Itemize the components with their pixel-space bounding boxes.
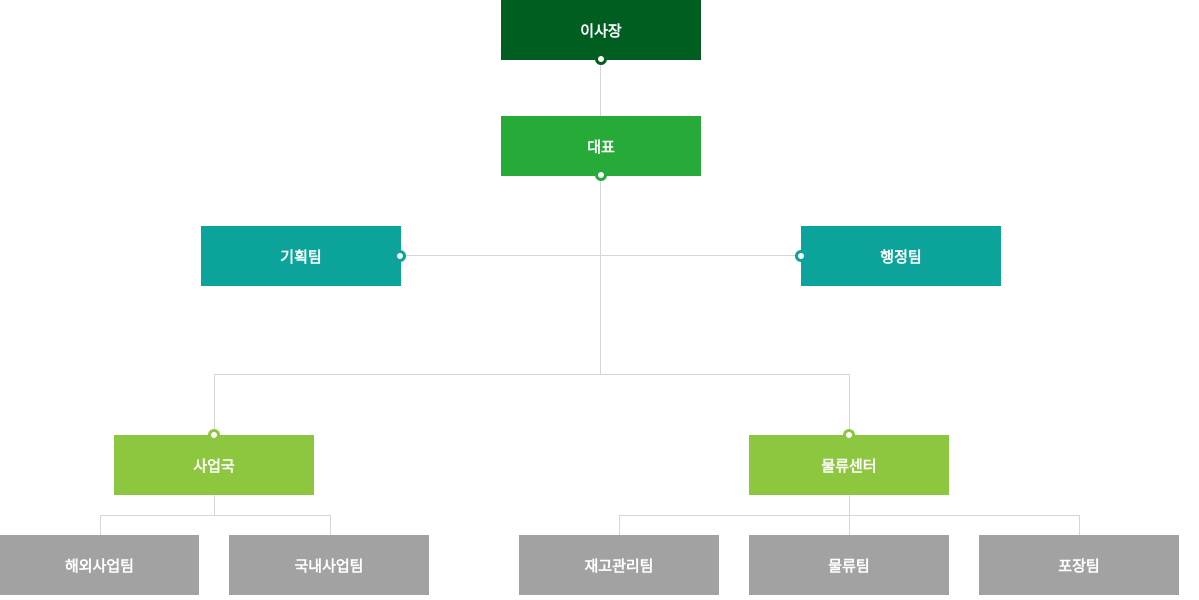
logistics-center-box: 물류센터 xyxy=(749,435,949,495)
domestic-business-team-box: 국내사업팀 xyxy=(229,535,429,595)
connector-to-logistics-center xyxy=(849,374,850,435)
logistics-team-label: 물류팀 xyxy=(828,556,870,575)
connector-to-domestic-team xyxy=(330,515,331,535)
connector-to-inventory-team xyxy=(619,515,620,535)
logistics-center-connector-dot xyxy=(843,429,855,441)
chairman-connector-dot xyxy=(595,53,607,65)
connector-division-horizontal xyxy=(214,374,850,375)
inventory-team-label: 재고관리팀 xyxy=(584,556,654,575)
packaging-team-label: 포장팀 xyxy=(1058,556,1100,575)
connector-to-business-bureau xyxy=(214,374,215,435)
ceo-label: 대표 xyxy=(587,137,615,156)
admin-team-label: 행정팀 xyxy=(880,247,922,266)
packaging-team-box: 포장팀 xyxy=(979,535,1179,595)
ceo-box: 대표 xyxy=(501,116,701,176)
chairman-label: 이사장 xyxy=(580,21,622,40)
admin-team-connector-dot xyxy=(795,250,807,262)
connector-business-bureau-down xyxy=(214,495,215,515)
logistics-center-label: 물류센터 xyxy=(821,456,877,475)
business-bureau-connector-dot xyxy=(208,429,220,441)
connector-to-overseas-team xyxy=(100,515,101,535)
connector-to-packaging-team xyxy=(1079,515,1080,535)
overseas-business-team-box: 해외사업팀 xyxy=(0,535,199,595)
connector-business-teams-horizontal xyxy=(100,515,331,516)
business-bureau-box: 사업국 xyxy=(114,435,314,495)
connector-staff-horizontal xyxy=(401,255,801,256)
logistics-team-box: 물류팀 xyxy=(749,535,949,595)
chairman-box: 이사장 xyxy=(501,0,701,60)
admin-team-box: 행정팀 xyxy=(801,226,1001,286)
overseas-business-team-label: 해외사업팀 xyxy=(64,556,134,575)
connector-ceo-trunk xyxy=(600,176,601,375)
connector-to-logistics-team xyxy=(849,515,850,535)
ceo-connector-dot xyxy=(595,169,607,181)
connector-logistics-center-down xyxy=(849,495,850,515)
planning-team-connector-dot xyxy=(394,250,406,262)
domestic-business-team-label: 국내사업팀 xyxy=(294,556,364,575)
connector-chairman-ceo xyxy=(600,60,601,116)
planning-team-box: 기획팀 xyxy=(201,226,401,286)
inventory-team-box: 재고관리팀 xyxy=(519,535,719,595)
business-bureau-label: 사업국 xyxy=(193,456,235,475)
planning-team-label: 기획팀 xyxy=(280,247,322,266)
